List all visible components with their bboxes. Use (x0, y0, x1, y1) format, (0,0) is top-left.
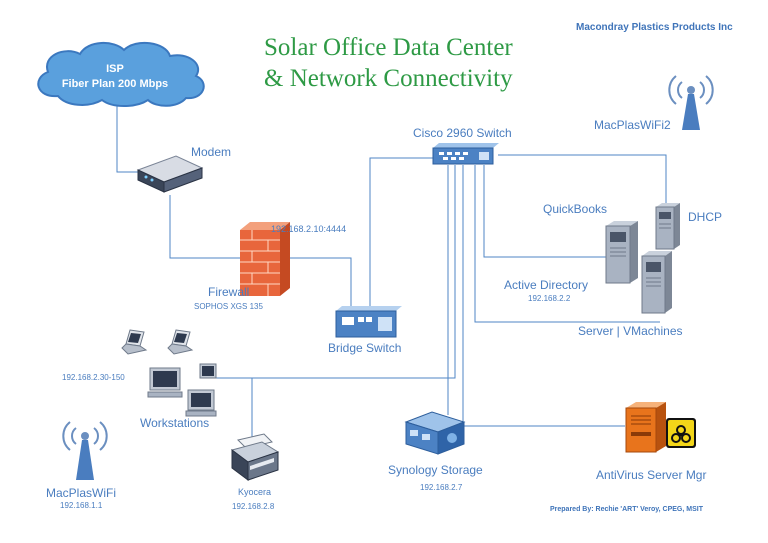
switch-dhcp-link (498, 154, 667, 205)
antivirus-server-icon (625, 402, 696, 453)
isp-label: ISP Fiber Plan 200 Mbps (40, 62, 190, 92)
workstations-ip-range: 192.168.2.30-150 (62, 373, 125, 382)
storage-label: Synology Storage (388, 463, 483, 477)
firewall-bridge-link (290, 257, 352, 308)
firewall-model: SOPHOS XGS 135 (194, 302, 263, 311)
isp-modem-link (116, 95, 140, 173)
title-line-1: Solar Office Data Center (264, 34, 513, 61)
switch-icon (432, 143, 499, 165)
isp-line-1: ISP (106, 63, 124, 75)
antivirus-label: AntiVirus Server Mgr (596, 468, 707, 482)
printer-label: Kyocera (238, 487, 272, 497)
cloud-icon (37, 41, 205, 107)
wifi1-ip: 192.168.1.1 (60, 501, 103, 510)
workstations-icon (121, 329, 217, 417)
wifi-antenna-icon (62, 421, 108, 480)
diagram-title: Solar Office Data Center & Network Conne… (264, 32, 513, 94)
active-directory-ip: 192.168.2.2 (528, 294, 571, 303)
firewall-label: Firewall (208, 285, 250, 299)
bridge-switch-icon (335, 306, 402, 338)
firewall-ip: 192.168.2.10:4444 (271, 224, 347, 234)
quickbooks-label: QuickBooks (543, 202, 608, 216)
wifi-antenna-icon (668, 75, 714, 130)
company-name: Macondray Plastics Products Inc (576, 22, 733, 33)
modem-label: Modem (191, 145, 232, 159)
bridge-switch-link (369, 157, 435, 308)
switch-workstation-link (210, 165, 456, 379)
dhcp-server-icon (655, 203, 680, 250)
bridge-switch-label: Bridge Switch (328, 341, 402, 355)
modem-icon (136, 155, 204, 193)
storage-ip: 192.168.2.7 (420, 483, 463, 492)
prepared-by: Prepared By: Rechie 'ART' Veroy, CPEG, M… (550, 506, 703, 513)
switch-vm-link (474, 165, 660, 323)
servers-label: Server | VMachines (578, 324, 683, 338)
isp-line-2: Fiber Plan 200 Mbps (61, 78, 169, 90)
printer-ip: 192.168.2.8 (232, 502, 275, 511)
switch-quickbooks-link (483, 165, 608, 258)
wifi1-label: MacPlasWiFi (46, 486, 117, 500)
switch-label: Cisco 2960 Switch (413, 126, 512, 140)
active-directory-label: Active Directory (504, 278, 589, 292)
quickbooks-server-icon (605, 221, 638, 284)
vm-server-icon (641, 251, 672, 314)
storage-icon (404, 411, 466, 455)
title-line-2: & Network Connectivity (264, 65, 513, 92)
printer-icon (230, 433, 280, 481)
workstations-label: Workstations (140, 416, 210, 430)
modem-firewall-link (169, 195, 242, 259)
dhcp-label: DHCP (688, 210, 723, 224)
wifi2-label: MacPlasWiFi2 (594, 118, 671, 132)
firewall-icon (240, 222, 290, 296)
